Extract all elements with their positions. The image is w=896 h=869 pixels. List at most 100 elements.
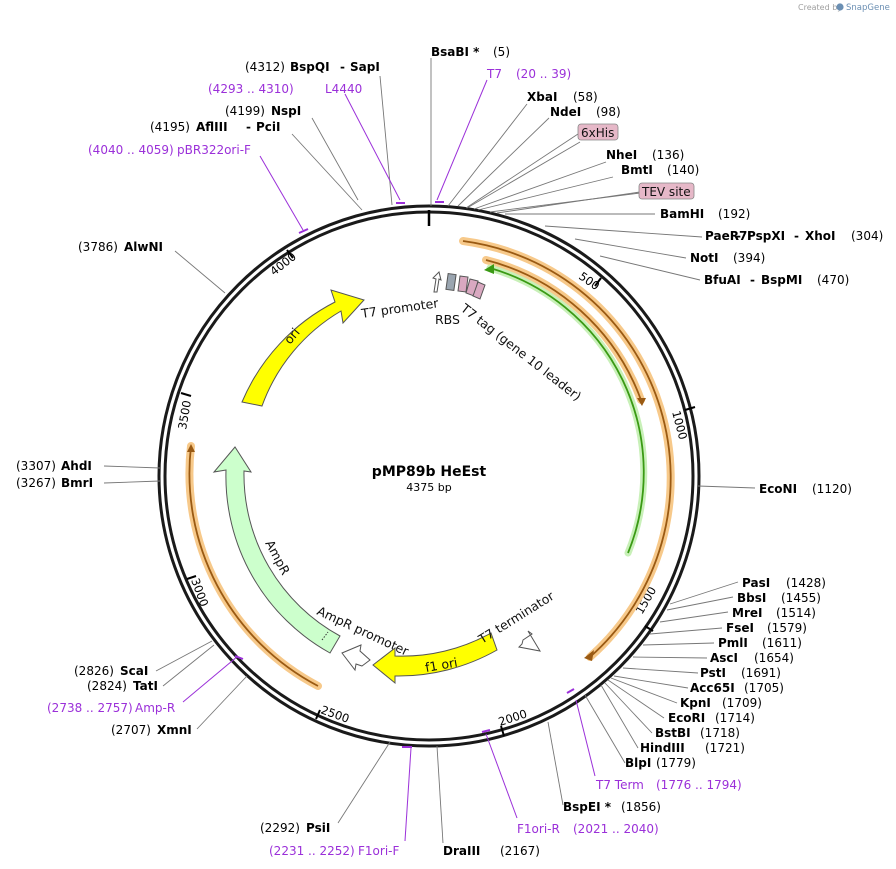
enzyme-pcii-pos: (4195) (150, 120, 190, 134)
primer-f1orir: F1ori-R (517, 822, 560, 836)
enzyme-tati-pos: (2824) (87, 679, 127, 693)
enzyme-asci-pos: (1654) (754, 651, 794, 665)
enzyme-nhei: NheI (606, 148, 637, 162)
enzyme-bstbi: BstBI (655, 726, 691, 740)
enzyme-fsei-pos: (1579) (767, 621, 807, 635)
enzyme-acc65i: Acc65I (690, 681, 735, 695)
primer-l4440: L4440 (325, 82, 362, 96)
tick-label-4000: 4000 (267, 249, 299, 278)
enzyme-bamhi: BamHI (660, 207, 704, 221)
enzyme-tati: TatI (133, 679, 158, 693)
enzyme-xhoi-pos: (304) (851, 229, 883, 243)
enzyme-blpi-pos: (1779) (656, 756, 696, 770)
enzyme-bbsi: BbsI (737, 591, 766, 605)
enzyme-draiii-pos: (2167) (500, 844, 540, 858)
enzyme-nhei-pos: (136) (652, 148, 684, 162)
enzyme-bspmi: BspMI (761, 273, 802, 287)
enzyme-ecori: EcoRI (668, 711, 705, 725)
enzyme-bmti-pos: (140) (667, 163, 699, 177)
enzyme-bmri: BmrI (61, 476, 93, 490)
enzyme-econi: EcoNI (759, 482, 797, 496)
enzyme-mrei: MreI (732, 606, 762, 620)
enzyme-kpni-pos: (1709) (722, 696, 762, 710)
enzyme-mrei-pos: (1514) (776, 606, 816, 620)
tick-marks (180, 249, 696, 737)
enzyme-xbai-pos: (58) (573, 90, 598, 104)
enzyme-pspxi-prefix: - (736, 229, 741, 243)
enzyme-bspmi-pos: (470) (817, 273, 849, 287)
backbone-outer-ring (157, 204, 701, 748)
enzyme-bspmi-prefix: - (750, 273, 755, 287)
enzyme-draiii: DraIII (443, 844, 480, 858)
tick-label-3500: 3500 (175, 399, 194, 430)
enzyme-nspi: NspI (271, 104, 301, 118)
enzyme-bmri-pos: (3267) (16, 476, 56, 490)
primer-l4440-range: (4293 .. 4310) (208, 82, 294, 96)
t7-promoter-feature (432, 271, 442, 293)
enzyme-xmni: XmnI (157, 723, 192, 737)
his-tag-label: 6xHis (581, 126, 614, 140)
primer-t7-range: (20 .. 39) (516, 67, 571, 81)
tev-site-label: TEV site (641, 185, 691, 199)
enzyme-asci: AscI (710, 651, 738, 665)
enzyme-acc65i-pos: (1705) (744, 681, 784, 695)
enzyme-xhoi-prefix: - (794, 229, 799, 243)
enzyme-econi-pos: (1120) (812, 482, 852, 496)
rbs-feature (445, 272, 457, 292)
primer-f1orif-range: (2231 .. 2252) (269, 844, 355, 858)
tev-site-box (638, 182, 695, 200)
enzyme-ndei: NdeI (550, 105, 581, 119)
enzyme-xmni-pos: (2707) (111, 723, 151, 737)
primer-t7term-range: (1776 .. 1794) (656, 778, 742, 792)
t7-terminator-feature: T7 terminator (475, 588, 557, 652)
enzyme-noti-pos: (394) (733, 251, 765, 265)
enzyme-bsabi-pos: (5) (493, 45, 510, 59)
enzyme-pmli: PmlI (718, 636, 748, 650)
enzyme-bspqi-pos: (4312) (245, 60, 285, 74)
snapgene-logo-icon (836, 3, 844, 11)
enzyme-bfuai: BfuAI (704, 273, 741, 287)
enzyme-psti-pos: (1691) (741, 666, 781, 680)
orf-left-arc (185, 442, 322, 690)
t7-promoter-label: T7 promoter (359, 295, 440, 321)
enzyme-fsei: FseI (726, 621, 754, 635)
enzyme-psii-pos: (2292) (260, 821, 300, 835)
enzyme-pmli-pos: (1611) (762, 636, 802, 650)
f1-ori-feature: f1 ori (372, 632, 498, 685)
enzyme-sapi-prefix: - (340, 60, 345, 74)
enzyme-psti: PstI (700, 666, 726, 680)
enzyme-bmti: BmtI (621, 163, 653, 177)
enzyme-ndei-pos: (98) (596, 105, 621, 119)
watermark-created-by: Created by (798, 3, 842, 12)
enzyme-pspxi: PspXI (747, 229, 785, 243)
enzyme-pcii-prefix: - (246, 120, 251, 134)
enzyme-bspei-pos: (1856) (621, 800, 661, 814)
enzyme-ahdi: AhdI (61, 459, 92, 473)
rbs-label: RBS (435, 312, 460, 327)
enzyme-bamhi-pos: (192) (718, 207, 750, 221)
ori-feature: ori (241, 289, 365, 407)
enzyme-xbai: XbaI (527, 90, 557, 104)
ampr-feature: AmpR (212, 446, 341, 654)
enzyme-kpni: KpnI (680, 696, 711, 710)
primer-t7term: T7 Term (595, 778, 644, 792)
primer-ampr: Amp-R (135, 701, 175, 715)
enzyme-scai-pos: (2826) (74, 664, 114, 678)
orf-outer-arc (459, 237, 675, 661)
enzyme-xhoi: XhoI (805, 229, 836, 243)
primer-pbr: pBR322ori-F (177, 143, 251, 157)
enzyme-paer7i: PaeR7I (705, 229, 752, 243)
his-tag-box (577, 123, 619, 141)
f1-ori-label: f1 ori (424, 655, 459, 675)
enzyme-scai: ScaI (120, 664, 148, 678)
enzyme-alwni: AlwNI (124, 240, 163, 254)
enzyme-bbsi-pos: (1455) (781, 591, 821, 605)
enzyme-pcii: PciI (256, 120, 281, 134)
primer-t7: T7 (486, 67, 502, 81)
enzyme-ecori-pos: (1714) (715, 711, 755, 725)
enzyme-bspei: BspEI * (563, 800, 612, 814)
enzyme-bspqi: BspQI (290, 60, 330, 74)
plasmid-name: pMP89b HeEst (372, 464, 487, 480)
